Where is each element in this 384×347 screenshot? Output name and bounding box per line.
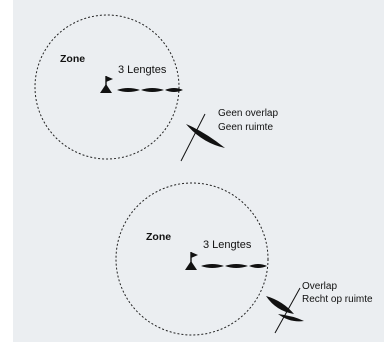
status-line1-top: Geen overlap (218, 108, 278, 119)
mark-flag-top (100, 76, 113, 93)
boat-length-1 (117, 88, 140, 92)
boat-length-3 (165, 88, 183, 92)
diagram-background (13, 0, 384, 342)
status-line2-bottom: Recht op ruimte (302, 294, 373, 305)
status-line1-bottom: Overlap (302, 281, 337, 292)
boat-length-3 (249, 264, 267, 268)
boat-length-1 (201, 264, 224, 268)
boat-length-markers-bottom (201, 264, 267, 268)
boat-overlap-bottom (278, 314, 304, 322)
length-label-top: 3 Lengtes (118, 64, 167, 76)
zone-label-bottom: Zone (146, 231, 171, 243)
boat-outside-top (186, 124, 225, 148)
scenario-top: Zone 3 Lengtes Geen overlap Geen ruimte (34, 14, 278, 162)
boat-length-2 (225, 264, 248, 268)
status-line2-top: Geen ruimte (218, 122, 273, 133)
zone-circle-top (34, 14, 180, 160)
zone-label-top: Zone (60, 53, 85, 65)
zone-circle-bottom (115, 182, 269, 336)
boat-length-markers-top (117, 88, 183, 92)
mark-flag-bottom (185, 252, 198, 270)
scenario-bottom: Zone 3 Lengtes Overlap Recht op ruimte (115, 182, 373, 336)
boat-outside-bottom (266, 296, 294, 314)
length-label-bottom: 3 Lengtes (203, 239, 252, 251)
overlap-line-top (180, 113, 206, 162)
boat-length-2 (141, 88, 164, 92)
